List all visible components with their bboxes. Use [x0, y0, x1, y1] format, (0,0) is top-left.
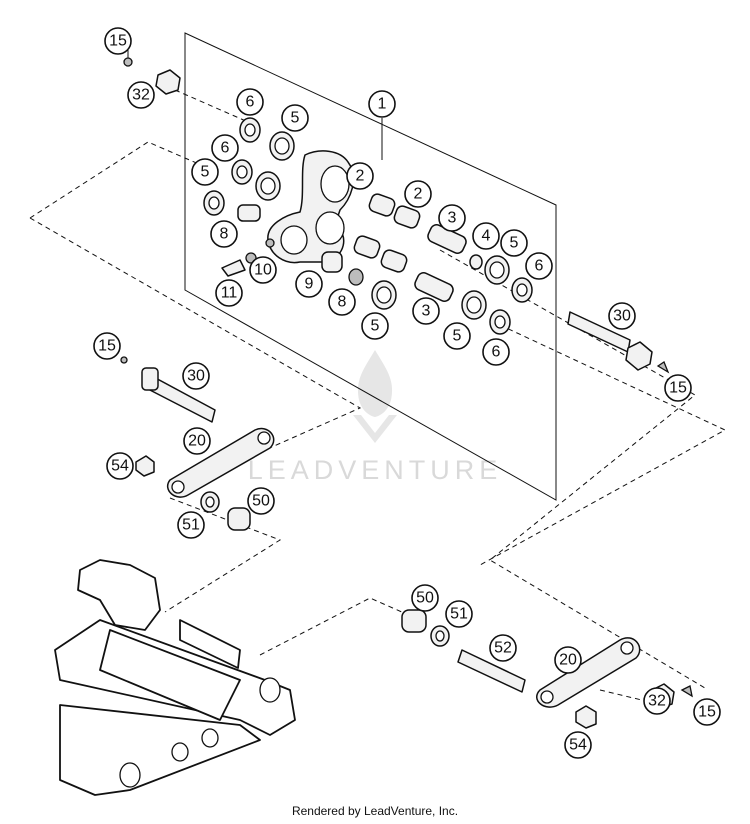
- callout-6: 6: [482, 338, 510, 366]
- svg-text:5: 5: [291, 110, 300, 127]
- svg-text:32: 32: [132, 87, 150, 104]
- callout-10: 10: [249, 256, 277, 284]
- svg-text:8: 8: [220, 226, 229, 243]
- callout-2: 2: [404, 180, 432, 208]
- pull-rod-links: [167, 427, 641, 708]
- alignment-line: [174, 89, 256, 126]
- bearings-lower: [200, 491, 526, 693]
- svg-text:50: 50: [252, 493, 270, 510]
- callout-20: 20: [183, 427, 211, 455]
- callout-2: 2: [346, 162, 374, 190]
- svg-text:3: 3: [422, 303, 431, 320]
- svg-text:30: 30: [613, 308, 631, 325]
- callout-6: 6: [236, 88, 264, 116]
- watermark-text: LEADVENTURE: [247, 455, 503, 485]
- svg-text:11: 11: [221, 285, 238, 302]
- alignment-line: [259, 597, 421, 656]
- alignment-line: [479, 324, 727, 566]
- svg-text:51: 51: [450, 606, 468, 623]
- svg-text:15: 15: [109, 33, 127, 50]
- assembly-plane: [184, 32, 557, 501]
- callout-50: 50: [247, 487, 275, 515]
- svg-text:2: 2: [356, 168, 365, 185]
- callout-52: 52: [489, 634, 517, 662]
- svg-text:32: 32: [648, 693, 666, 710]
- callout-1: 1: [368, 90, 396, 118]
- bearing-parts: [203, 117, 533, 335]
- callout-15: 15: [93, 332, 121, 360]
- svg-text:20: 20: [188, 433, 206, 450]
- svg-text:6: 6: [221, 140, 230, 157]
- callout-8: 8: [210, 220, 238, 248]
- callout-32: 32: [127, 81, 155, 109]
- callout-20: 20: [554, 646, 582, 674]
- callout-5: 5: [443, 322, 471, 350]
- callout-51: 51: [445, 600, 473, 628]
- fasteners: [120, 57, 693, 729]
- svg-text:6: 6: [246, 94, 255, 111]
- frame-swingarm: [54, 559, 296, 796]
- callout-54: 54: [564, 731, 592, 759]
- callout-8: 8: [328, 288, 356, 316]
- svg-text:1: 1: [378, 96, 387, 113]
- svg-text:5: 5: [371, 318, 380, 335]
- callout-4: 4: [472, 222, 500, 250]
- rocker-link: [265, 150, 355, 264]
- callout-3: 3: [412, 297, 440, 325]
- footer-credit: Rendered by LeadVenture, Inc.: [291, 804, 459, 818]
- svg-text:15: 15: [698, 704, 716, 721]
- svg-text:2: 2: [414, 186, 423, 203]
- callout-3: 3: [438, 204, 466, 232]
- callout-30: 30: [182, 362, 210, 390]
- svg-text:4: 4: [482, 228, 491, 245]
- svg-text:50: 50: [416, 590, 434, 607]
- svg-text:6: 6: [535, 258, 544, 275]
- leadventure-logo-icon: [353, 350, 397, 443]
- svg-text:54: 54: [569, 737, 587, 754]
- callout-30: 30: [608, 302, 636, 330]
- callout-5: 5: [500, 229, 528, 257]
- callout-50: 50: [411, 584, 439, 612]
- svg-text:15: 15: [98, 338, 116, 355]
- callout-51: 51: [177, 511, 205, 539]
- callout-32: 32: [643, 687, 671, 715]
- callout-6: 6: [211, 134, 239, 162]
- alignment-line: [29, 141, 209, 219]
- callout-5: 5: [191, 158, 219, 186]
- svg-text:3: 3: [448, 210, 457, 227]
- svg-text:30: 30: [187, 368, 205, 385]
- svg-text:9: 9: [305, 276, 314, 293]
- callout-15: 15: [664, 374, 692, 402]
- svg-text:54: 54: [111, 458, 129, 475]
- callout-15: 15: [104, 27, 132, 55]
- svg-text:15: 15: [669, 380, 687, 397]
- callout-11: 11: [215, 279, 243, 307]
- svg-text:8: 8: [338, 294, 347, 311]
- svg-text:10: 10: [254, 262, 272, 279]
- svg-text:5: 5: [453, 328, 462, 345]
- svg-text:6: 6: [492, 344, 501, 361]
- callout-6: 6: [525, 252, 553, 280]
- callout-15: 15: [693, 698, 721, 726]
- callout-5: 5: [281, 104, 309, 132]
- callout-9: 9: [295, 270, 323, 298]
- callout-54: 54: [106, 452, 134, 480]
- svg-text:52: 52: [494, 640, 512, 657]
- callout-5: 5: [361, 312, 389, 340]
- svg-text:51: 51: [182, 517, 200, 534]
- alignment-line: [29, 217, 362, 451]
- alignment-line: [599, 689, 651, 703]
- svg-text:5: 5: [201, 164, 210, 181]
- svg-text:5: 5: [510, 235, 519, 252]
- callouts: 1 2 2 3 3 4 5 5 5 5 5 6 6 6 6 8 8 9 10 1…: [93, 27, 721, 759]
- svg-text:20: 20: [559, 652, 577, 669]
